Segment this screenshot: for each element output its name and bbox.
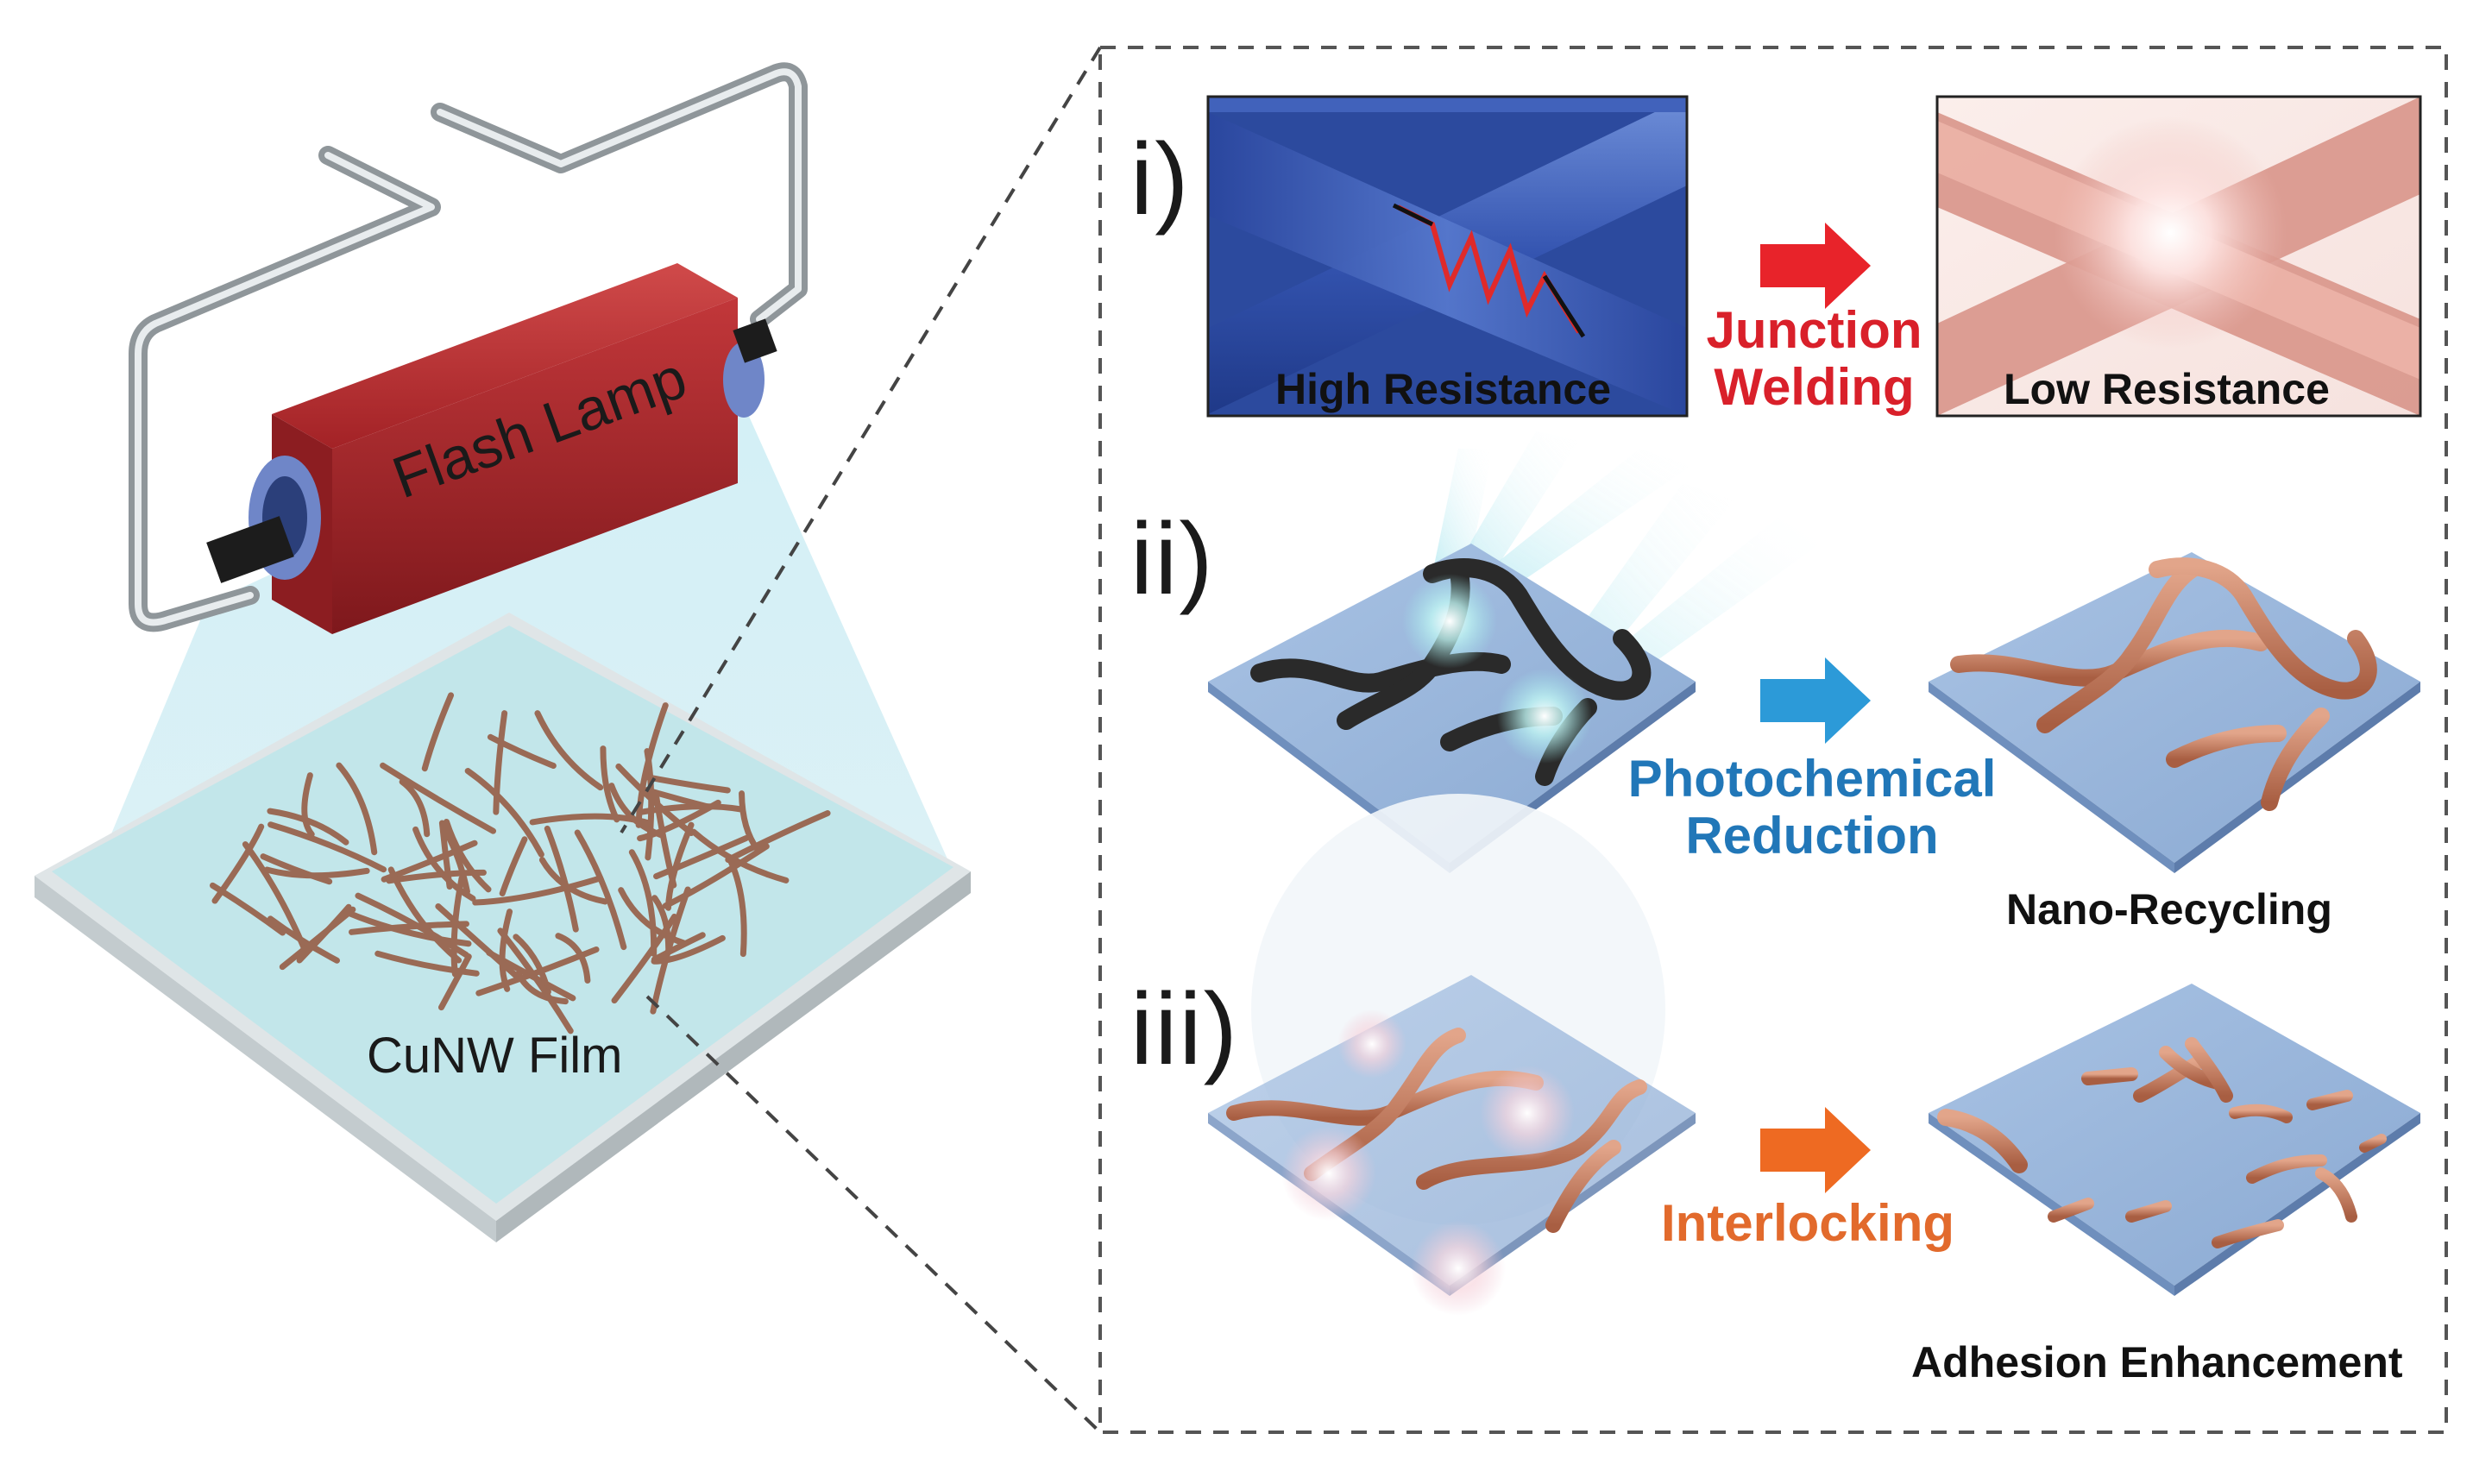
nanowire (444, 818, 492, 893)
nanowire (651, 932, 706, 963)
nanowire (534, 710, 604, 791)
nanowire (611, 913, 678, 1004)
nanowire (690, 828, 790, 883)
low-resistance-caption: Low Resistance (2004, 365, 2330, 413)
nanowire (438, 820, 453, 890)
nanowire (662, 843, 770, 909)
nanowire (464, 768, 544, 858)
substrate-iii-before (1208, 794, 1696, 1316)
nanowire (574, 829, 627, 951)
lamp-wire-frame (129, 62, 808, 632)
interlocking-line1: Interlocking (1660, 1194, 1955, 1252)
junction-welding-line1: Junction (1706, 301, 1922, 359)
nanowire (336, 762, 378, 856)
nanowire (538, 857, 608, 905)
light-beams-row-ii (1432, 431, 1821, 716)
nano-recycling-caption: Nano-Recycling (2006, 885, 2332, 934)
photochemical-reduction-label: Photochemical Reduction (1605, 751, 2019, 865)
nanowire (267, 915, 340, 964)
cunw-film-substrate (35, 613, 971, 1242)
nanowire (653, 835, 749, 880)
nanowire (263, 866, 370, 879)
row-i-label: i) (1130, 123, 1191, 236)
substrate-iii-after (1929, 984, 2420, 1296)
nanowire (211, 823, 265, 904)
nanowire (600, 745, 620, 823)
nanowire (472, 875, 603, 906)
arrow-junction-welding (1760, 223, 1871, 309)
flash-lamp (206, 263, 777, 634)
high-resistance-image (1206, 95, 1689, 418)
arrow-photochemical-reduction (1760, 657, 1871, 744)
nanowire (399, 778, 431, 838)
nanowire (635, 702, 669, 828)
row-ii-label: ii) (1130, 502, 1215, 616)
junction-welding-label: Junction Welding (1696, 302, 1933, 416)
nanowire (412, 826, 476, 902)
nanowire (380, 762, 497, 834)
photochemical-line1: Photochemical (1627, 750, 1997, 808)
nanowire (513, 934, 551, 995)
junction-welding-line2: Welding (1714, 358, 1915, 416)
cunw-film-label: CuNW Film (367, 1028, 623, 1084)
nanowire (437, 953, 472, 1011)
nanowire (544, 825, 579, 933)
arrow-interlocking (1760, 1107, 1871, 1193)
nanowire (628, 849, 658, 957)
zoom-line-bottom (645, 995, 1102, 1434)
nanowire (435, 903, 523, 982)
nanowire (374, 950, 480, 977)
nanowire (267, 821, 387, 873)
high-resistance-caption: High Resistance (1275, 365, 1612, 413)
nanowire (644, 787, 713, 810)
nanowire (650, 886, 691, 1015)
nanowire (725, 810, 831, 864)
nanowire (727, 857, 747, 958)
nanowire (267, 808, 349, 846)
interlocking-label: Interlocking (1635, 1195, 1980, 1252)
nanowire (499, 836, 528, 896)
nanowire (301, 772, 315, 838)
nanowire (260, 853, 333, 885)
nanowire (493, 710, 508, 815)
adhesion-enhancement-caption: Adhesion Enhancement (1911, 1338, 2403, 1387)
nanowire (450, 875, 465, 978)
nanowire (636, 803, 744, 816)
nanowire (739, 790, 761, 853)
photochemical-line2: Reduction (1685, 807, 1939, 865)
substrate-ii-after (1929, 552, 2420, 873)
nanowire (645, 774, 731, 794)
nanowire (386, 869, 487, 884)
nanowire (555, 933, 591, 984)
nanowire (497, 928, 574, 1034)
nanowire (441, 826, 470, 895)
nanowire (279, 906, 356, 971)
zoom-frame (1098, 46, 2448, 1434)
nanowire (475, 946, 600, 997)
nanowire (618, 887, 687, 946)
low-resistance-image (1935, 95, 2422, 418)
nanowire (421, 692, 455, 772)
nanowire (651, 934, 726, 965)
zoom-line-top (620, 46, 1102, 834)
nanowire (637, 799, 721, 842)
copper-nanowire-mesh (210, 692, 831, 1034)
nanowire (487, 733, 557, 770)
row-iii-label: iii) (1130, 972, 1239, 1086)
